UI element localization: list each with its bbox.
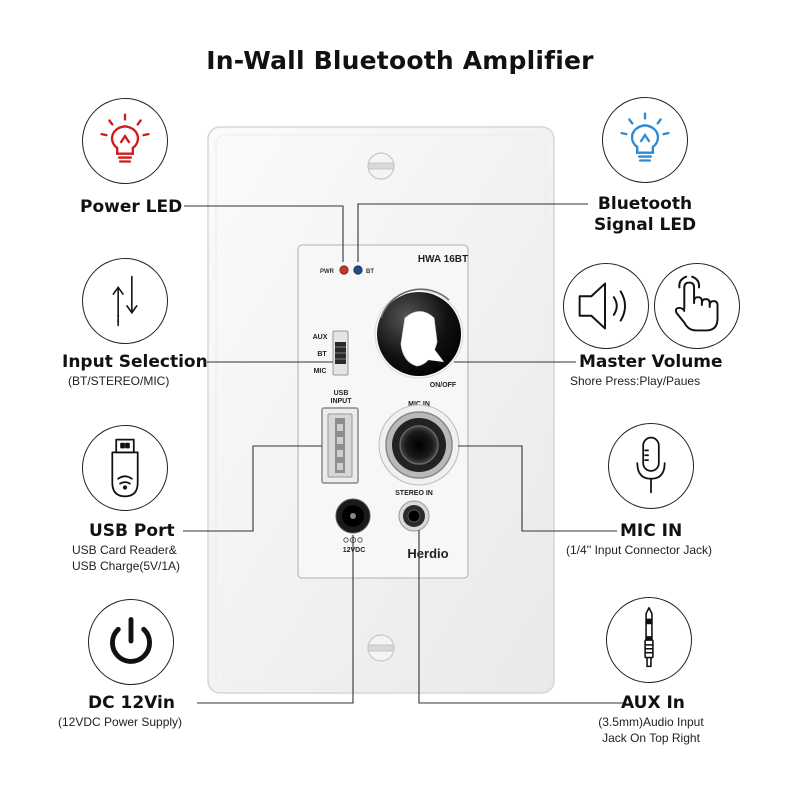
dc-12vin-title: DC 12Vin: [88, 693, 175, 713]
stereo-in-label: STEREO IN: [395, 490, 433, 497]
amplifier-faceplate: HWA 16BT PWR BT AUX BT MIC ON/OFF USB IN…: [297, 244, 469, 579]
bluetooth-led-line: [357, 203, 588, 262]
callout-lines: [183, 203, 624, 704]
volume-knob[interactable]: [374, 288, 464, 379]
dc-12vin-icon-circle: [88, 599, 174, 685]
usb-drive-icon: [111, 438, 139, 498]
mic-in-jack[interactable]: [378, 404, 460, 486]
aux-in-icon-circle: [606, 597, 692, 683]
power-led: [339, 265, 349, 275]
dc-label: 12VDC: [343, 547, 366, 554]
power-led-line: [184, 205, 344, 262]
input-selection-sub: (BT/STEREO/MIC): [68, 374, 170, 388]
bluetooth-led-title-line1: Bluetooth: [597, 194, 693, 214]
input-selection-icon-circle: [82, 258, 168, 344]
usb-label-line2: INPUT: [331, 398, 353, 405]
switch-label-aux: AUX: [313, 334, 328, 341]
mic-in-line: [458, 445, 617, 532]
bluetooth-led: [353, 265, 363, 275]
bulb-blue-icon: [620, 112, 670, 162]
switch-label-mic: MIC: [314, 368, 327, 375]
master-volume-sub: Shore Press:Play/Paues: [570, 374, 701, 388]
speaker-icon: [578, 282, 627, 330]
bluetooth-led-icon-circle: [602, 97, 688, 183]
usb-port-line: [183, 445, 322, 532]
onoff-label: ON/OFF: [430, 382, 457, 389]
bulb-red-icon: [100, 113, 150, 163]
pwr-led-label: PWR: [320, 269, 335, 275]
bt-led-label: BT: [366, 269, 374, 275]
dc-12vin-line: [197, 535, 354, 704]
dc-power-jack[interactable]: [335, 498, 371, 534]
aux-in-title: AUX In: [621, 693, 685, 713]
top-screw: [367, 152, 395, 180]
stereo-in-jack[interactable]: [398, 500, 430, 532]
speaker-icon-circle: [563, 263, 649, 349]
usb-port-icon-circle: [82, 425, 168, 511]
microphone-icon: [636, 436, 666, 494]
mic-in-sub: (1/4'' Input Connector Jack): [566, 543, 712, 557]
input-selector-switch[interactable]: [332, 330, 349, 376]
bottom-screw: [367, 634, 395, 662]
usb-label-line1: USB: [334, 390, 349, 397]
power-led-icon-circle: [82, 98, 168, 184]
usb-port-sub-line2: USB Charge(5V/1A): [72, 559, 181, 573]
usb-port[interactable]: [321, 407, 359, 484]
up-down-arrows-icon: [112, 275, 138, 327]
mic-in-title: MIC IN: [620, 521, 683, 541]
power-icon: [110, 617, 152, 664]
audio-jack-icon: [644, 606, 654, 668]
page-title: In-Wall Bluetooth Amplifier: [206, 46, 594, 75]
power-led-title: Power LED: [80, 197, 183, 217]
bluetooth-led-title-line2: Signal LED: [593, 215, 697, 235]
master-volume-title: Master Volume: [579, 352, 723, 372]
switch-label-bt: BT: [317, 351, 327, 358]
dc-12vin-sub: (12VDC Power Supply): [58, 715, 183, 729]
brand-logo-text: Herdio: [407, 546, 448, 561]
aux-in-sub-line1: (3.5mm)Audio Input: [598, 715, 704, 729]
hand-press-icon-circle: [654, 263, 740, 349]
usb-port-title: USB Port: [89, 521, 175, 541]
aux-in-sub-line2: Jack On Top Right: [602, 731, 700, 745]
input-selection-title: Input Selection: [62, 352, 208, 372]
aux-in-line: [418, 530, 624, 704]
mic-in-icon-circle: [608, 423, 694, 509]
hand-press-icon: [674, 275, 719, 332]
usb-port-sub-line1: USB Card Reader&: [72, 543, 177, 557]
model-label: HWA 16BT: [418, 254, 468, 265]
